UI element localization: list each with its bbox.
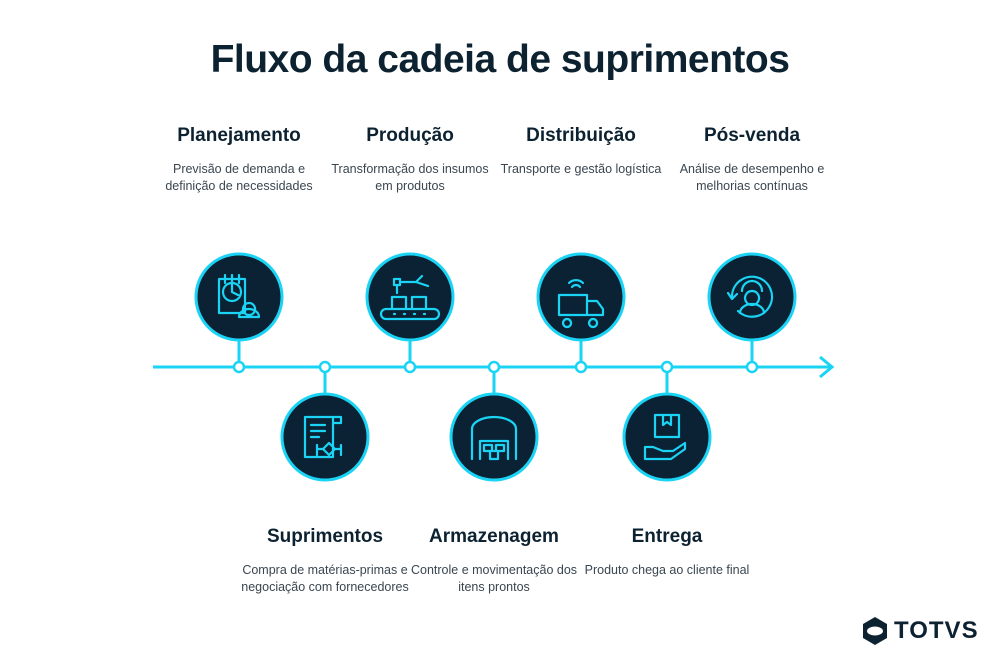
step-node-7 [707,252,797,374]
step-description: Transformação dos insumos em produtos [331,162,489,193]
step-title: Armazenagem [429,526,559,547]
step-node-6 [622,360,712,482]
step-description: Transporte e gestão logística [500,162,662,176]
step-title: Pós-venda [703,125,801,146]
step-title: Planejamento [177,125,301,146]
step-node-2 [280,360,370,482]
contract-handshake-icon [303,415,343,459]
step-circle [536,252,626,342]
step-node-1 [194,252,284,374]
robot-arm-conveyor-icon [379,274,441,321]
calendar-chart-person-icon [217,273,261,319]
step-title: Produção [366,125,454,146]
timeline-dot [487,360,501,374]
totvs-logo: TOTVS [862,616,979,646]
step-node-3 [365,252,455,374]
totvs-logo-icon [863,617,887,645]
connected-truck-icon [557,279,605,329]
arrow-head-icon [819,355,835,379]
step-node-4 [449,360,539,482]
timeline-dot [403,360,417,374]
step-description: Previsão de demanda e definição de neces… [165,162,313,193]
timeline-dot [232,360,246,374]
step-description: Análise de desempenho e melhorias contín… [679,162,825,193]
logo-text: TOTVS [894,617,979,644]
warehouse-boxes-icon [470,415,518,461]
customer-support-cycle-icon [726,275,774,318]
step-circle [365,252,455,342]
page-title: Fluxo da cadeia de suprimentos [210,38,790,81]
timeline-dot [745,360,759,374]
step-description: Produto chega ao cliente final [584,563,750,577]
step-circle [707,252,797,342]
step-title: Distribuição [526,125,636,146]
step-description: Compra de matérias-primas e negociação c… [241,563,409,594]
step-title: Suprimentos [266,526,384,547]
step-circle [449,392,539,482]
step-title: Entrega [631,526,703,547]
timeline-dot [574,360,588,374]
hand-package-icon [643,413,687,461]
step-description: Controle e movimentação dos itens pronto… [410,563,578,594]
timeline-dot [318,360,332,374]
step-circle [280,392,370,482]
step-node-5 [536,252,626,374]
timeline-dot [660,360,674,374]
